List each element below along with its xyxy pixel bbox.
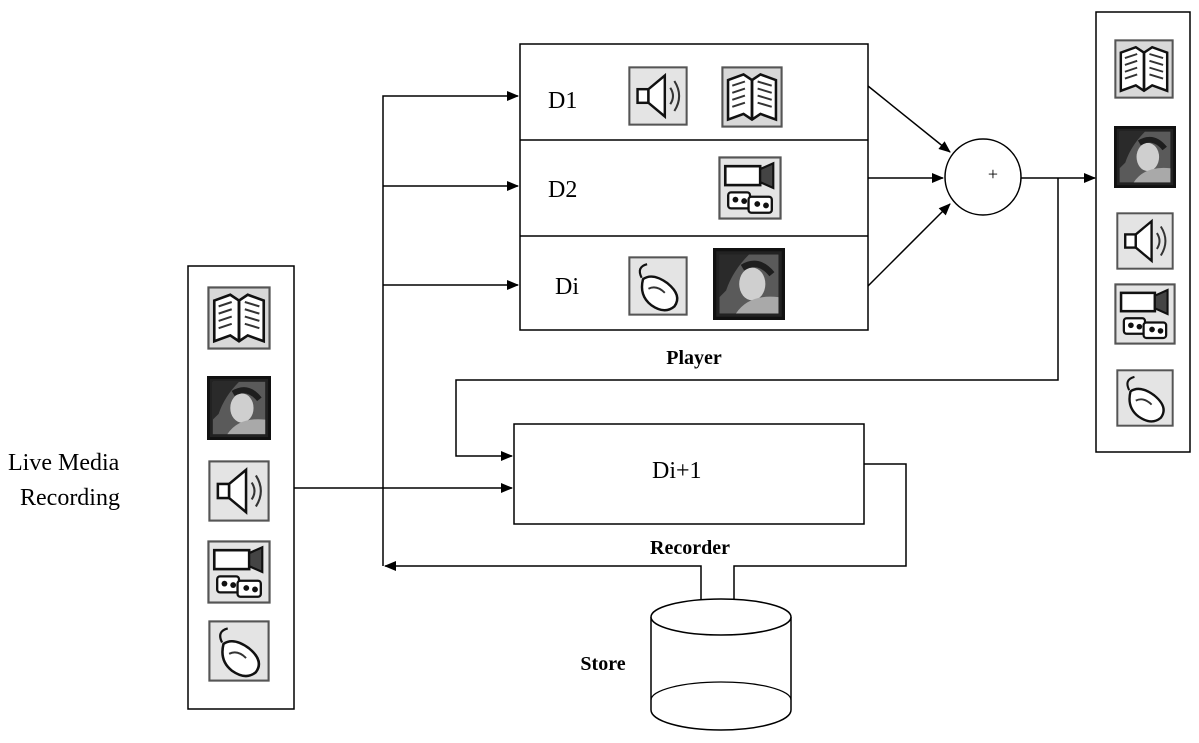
mixer: +	[944, 138, 1022, 216]
player-row-di: Di	[555, 250, 783, 319]
player-feed-lines	[382, 91, 519, 566]
recorder-block: Di+1	[513, 423, 865, 525]
video-camera-icon	[718, 156, 782, 220]
mixer-input-arrows	[867, 85, 951, 287]
recorder-label: Recorder	[650, 537, 730, 559]
speaker-icon	[628, 66, 688, 126]
book-icon	[720, 66, 784, 128]
photo-icon	[715, 250, 784, 319]
book-icon	[1114, 38, 1174, 100]
input-media-panel	[187, 265, 295, 710]
store-cylinder	[650, 598, 792, 731]
row-label-di: Di	[555, 274, 579, 300]
photo-icon	[1115, 127, 1174, 186]
video-camera-icon	[207, 540, 271, 604]
speaker-icon	[1116, 212, 1174, 270]
live-media-label: Live Media	[8, 450, 120, 476]
mouse-icon	[1116, 369, 1174, 427]
video-camera-icon	[1114, 283, 1176, 345]
player-block: D1 D2 Di	[519, 43, 869, 331]
mouse-icon	[628, 256, 688, 316]
book-icon	[207, 286, 271, 350]
feedback-line	[455, 178, 1059, 461]
plus-symbol: +	[988, 164, 998, 184]
store-label: Store	[580, 653, 625, 675]
speaker-icon	[208, 460, 270, 522]
player-label: Player	[666, 347, 722, 369]
photo-icon	[208, 377, 269, 438]
recording-label: Recording	[20, 485, 120, 511]
row-label-d1: D1	[548, 88, 577, 114]
row-label-d2: D2	[548, 177, 577, 203]
mouse-icon	[208, 620, 270, 682]
recorder-box-label: Di+1	[652, 458, 702, 484]
player-row-d2: D2	[548, 156, 782, 220]
recorder-to-store-line	[729, 463, 907, 641]
output-media-panel	[1095, 11, 1191, 453]
player-row-d1: D1	[548, 66, 784, 128]
